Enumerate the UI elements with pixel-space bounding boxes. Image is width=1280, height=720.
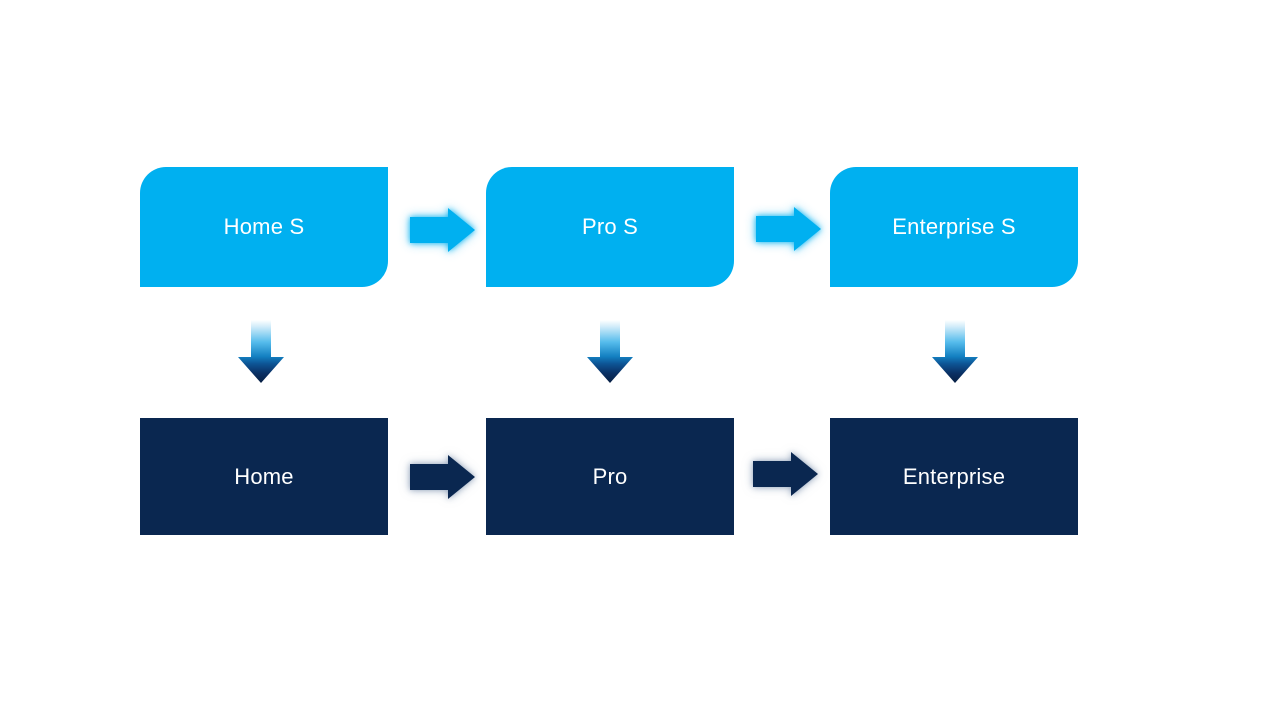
- bottom-node-enterprise: Enterprise: [830, 418, 1078, 535]
- down-arrow-icon: [932, 320, 978, 383]
- bottom-node-pro: Pro: [486, 418, 734, 535]
- top-node-enterprise-s: Enterprise S: [830, 167, 1078, 287]
- node-label: Enterprise: [902, 463, 1006, 489]
- right-arrow-icon: [756, 207, 821, 251]
- down-arrow-icon: [587, 320, 633, 383]
- node-label: Home: [234, 463, 294, 489]
- right-arrow-icon: [753, 452, 818, 496]
- node-label: Pro: [592, 463, 628, 489]
- top-node-home-s: Home S: [140, 167, 388, 287]
- node-label: Enterprise S: [892, 214, 1016, 239]
- right-arrow-icon: [410, 208, 475, 252]
- bottom-node-home: Home: [140, 418, 388, 535]
- down-arrow-icon: [238, 320, 284, 383]
- top-node-pro-s: Pro S: [486, 167, 734, 287]
- node-label: Home S: [223, 214, 305, 239]
- node-label: Pro S: [581, 214, 639, 239]
- right-arrow-icon: [410, 455, 475, 499]
